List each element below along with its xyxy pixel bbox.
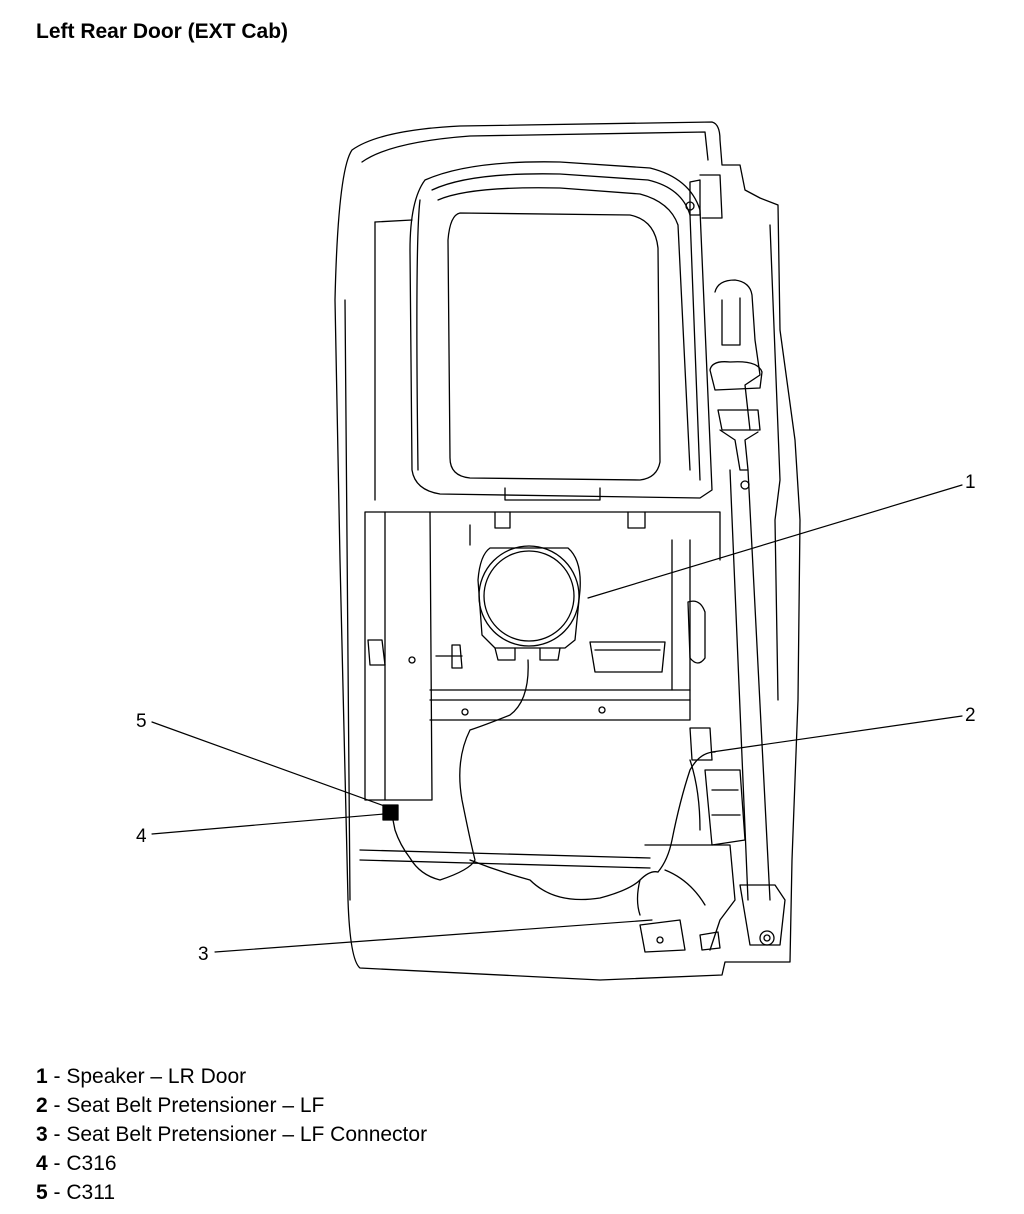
legend-separator: - bbox=[47, 1094, 67, 1117]
pretensioner bbox=[639, 727, 786, 953]
legend-number: 5 bbox=[36, 1181, 48, 1204]
leader-line-5 bbox=[151, 721, 391, 809]
legend-description: Seat Belt Pretensioner – LF bbox=[66, 1094, 325, 1117]
legend-number: 3 bbox=[36, 1123, 48, 1146]
legend-separator: - bbox=[47, 1181, 67, 1204]
speaker bbox=[477, 545, 581, 661]
window-frame bbox=[409, 161, 713, 501]
callout-number-4: 4 bbox=[136, 826, 147, 847]
legend-description: Speaker – LR Door bbox=[66, 1065, 247, 1088]
legend-description: C311 bbox=[66, 1181, 116, 1204]
connector-c316 bbox=[382, 804, 399, 821]
leader-line-3 bbox=[214, 919, 653, 953]
legend-item: 5 - C311 bbox=[36, 1178, 427, 1207]
legend-item: 1 - Speaker – LR Door bbox=[36, 1062, 427, 1091]
legend-description: Seat Belt Pretensioner – LF Connector bbox=[66, 1123, 428, 1146]
wiring-harness bbox=[391, 659, 716, 916]
legend-number: 2 bbox=[36, 1094, 48, 1117]
legend: 1 - Speaker – LR Door 2 - Seat Belt Pret… bbox=[36, 1062, 427, 1207]
legend-item: 2 - Seat Belt Pretensioner – LF bbox=[36, 1091, 427, 1120]
callout-number-5: 5 bbox=[136, 711, 147, 732]
door-shell bbox=[334, 121, 801, 981]
legend-item: 4 - C316 bbox=[36, 1149, 427, 1178]
legend-item: 3 - Seat Belt Pretensioner – LF Connecto… bbox=[36, 1120, 427, 1149]
legend-number: 1 bbox=[36, 1065, 48, 1088]
legend-separator: - bbox=[47, 1152, 67, 1175]
legend-separator: - bbox=[47, 1123, 67, 1146]
legend-separator: - bbox=[47, 1065, 67, 1088]
legend-description: C316 bbox=[66, 1152, 117, 1175]
seat-belt-column bbox=[685, 174, 781, 901]
leader-line-4 bbox=[151, 813, 385, 835]
leader-line-2 bbox=[711, 715, 963, 753]
legend-number: 4 bbox=[36, 1152, 48, 1175]
callout-number-1: 1 bbox=[965, 472, 976, 493]
leader-lines bbox=[151, 484, 963, 953]
callout-number-3: 3 bbox=[198, 944, 209, 965]
leader-line-1 bbox=[587, 484, 963, 599]
callout-number-2: 2 bbox=[965, 705, 976, 726]
inner-panel bbox=[359, 511, 721, 869]
page-title: Left Rear Door (EXT Cab) bbox=[36, 20, 289, 43]
